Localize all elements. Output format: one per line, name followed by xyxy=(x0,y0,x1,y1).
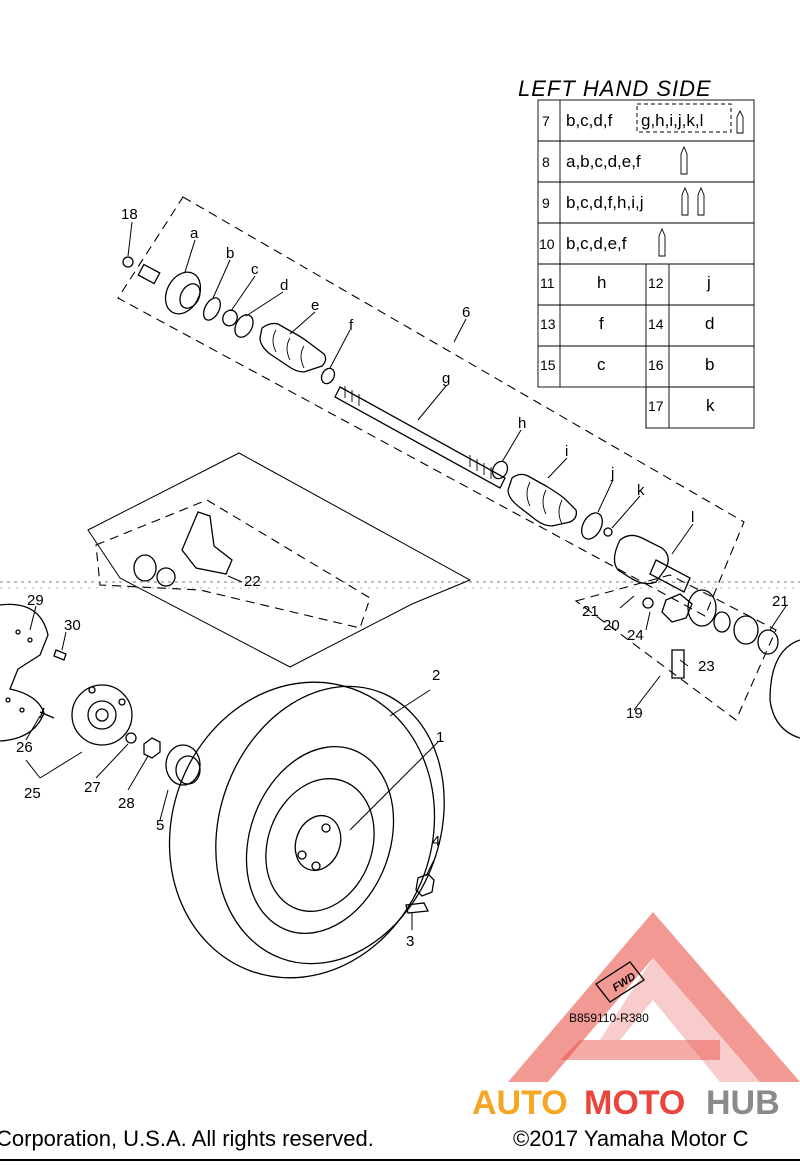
callout-27: 27 xyxy=(84,779,101,796)
table-row-8-num: 8 xyxy=(542,154,550,170)
wheel-nut xyxy=(415,873,435,897)
callout-5: 5 xyxy=(156,817,164,834)
automotohub-logo: AUTO MOTO HUB xyxy=(472,912,800,1122)
callout-3: 3 xyxy=(406,933,414,950)
table-pair-13-val: f xyxy=(599,314,604,333)
callout-labels: 18 a b c d e f 6 g h i j k l 22 29 30 26… xyxy=(16,206,789,950)
callout-l: l xyxy=(691,509,694,526)
table-row-9-text: b,c,d,f,h,i,j xyxy=(566,193,643,212)
table-row-10-text: b,c,d,e,f xyxy=(566,234,627,253)
front-brake-disc xyxy=(0,603,49,742)
table-row-10-num: 10 xyxy=(539,236,555,252)
table-pair-17-val: k xyxy=(706,396,715,415)
wheel-rim xyxy=(265,778,375,912)
callout-26: 26 xyxy=(16,739,33,756)
callout-d: d xyxy=(280,277,288,294)
callout-j: j xyxy=(610,465,614,482)
logo-auto: AUTO xyxy=(472,1084,568,1122)
callout-18: 18 xyxy=(121,206,138,223)
callout-a: a xyxy=(190,225,199,242)
footer-copyright-left: Corporation, U.S.A. All rights reserved. xyxy=(0,1126,374,1151)
drive-shaft xyxy=(334,386,506,489)
callout-23: 23 xyxy=(698,658,715,675)
left-hand-side-table: LEFT HAND SIDE 7 b,c,d,f g,h,i,j,k,l 8 a… xyxy=(518,76,755,429)
leader-lines xyxy=(25,221,787,930)
wheel-stud xyxy=(405,902,430,914)
callout-28: 28 xyxy=(118,795,135,812)
logo-moto: MOTO xyxy=(584,1084,685,1122)
table-pair-16-num: 16 xyxy=(648,357,664,373)
callout-4: 4 xyxy=(432,833,440,850)
table-pair-17-num: 17 xyxy=(648,398,664,414)
callout-h: h xyxy=(518,415,526,432)
callout-f: f xyxy=(349,317,354,334)
outer-cv-joint xyxy=(137,263,202,315)
callout-20: 20 xyxy=(603,617,620,634)
table-title: LEFT HAND SIDE xyxy=(518,76,712,101)
grease-tube-icon xyxy=(658,109,744,257)
table-pair-13-num: 13 xyxy=(540,316,556,332)
table-pair-15-val: c xyxy=(597,355,606,374)
table-pair-14-val: d xyxy=(705,314,714,333)
callout-k: k xyxy=(637,482,645,499)
table-pair-11-val: h xyxy=(597,273,606,292)
table-pair-14-num: 14 xyxy=(648,316,664,332)
knuckle-assembly xyxy=(87,452,472,668)
table-pair-16-val: b xyxy=(705,355,714,374)
logo-hub: HUB xyxy=(706,1084,780,1122)
inner-boot xyxy=(507,473,578,527)
table-row-7-boxed: g,h,i,j,k,l xyxy=(641,111,703,130)
hub-assembly-right xyxy=(574,574,800,739)
callout-22: 22 xyxy=(244,573,261,590)
splined-nut xyxy=(165,744,201,786)
inner-cv-joint xyxy=(613,534,691,593)
callout-21-left: 21 xyxy=(582,603,599,620)
table-pair-15-num: 15 xyxy=(540,357,556,373)
table-row-9-num: 9 xyxy=(542,195,550,211)
callout-i: i xyxy=(565,443,568,460)
callout-b: b xyxy=(226,245,234,262)
callout-25: 25 xyxy=(24,785,41,802)
callout-30: 30 xyxy=(64,617,81,634)
callout-g: g xyxy=(442,370,450,387)
drive-shaft-assembly xyxy=(117,196,745,617)
callout-24: 24 xyxy=(627,627,644,644)
callout-2: 2 xyxy=(432,667,440,684)
tire xyxy=(168,681,445,979)
callout-c: c xyxy=(251,261,259,278)
callout-29: 29 xyxy=(27,592,44,609)
callout-21-right: 21 xyxy=(772,593,789,610)
footer-copyright-right: ©2017 Yamaha Motor C xyxy=(513,1126,749,1151)
table-row-8-text: a,b,c,d,e,f xyxy=(566,152,641,171)
table-pair-11-num: 11 xyxy=(540,275,555,291)
wheel-hub xyxy=(71,684,133,746)
table-pair-12-val: j xyxy=(706,273,711,292)
callout-6: 6 xyxy=(462,304,470,321)
table-row-7-text: b,c,d,f xyxy=(566,111,613,130)
diagram-code: B859110-R380 xyxy=(569,1011,649,1025)
callout-e: e xyxy=(311,297,319,314)
table-pair-12-num: 12 xyxy=(648,275,664,291)
outer-boot xyxy=(259,322,327,373)
table-row-7-num: 7 xyxy=(542,113,550,129)
callout-1: 1 xyxy=(436,729,444,746)
callout-19: 19 xyxy=(626,705,643,722)
